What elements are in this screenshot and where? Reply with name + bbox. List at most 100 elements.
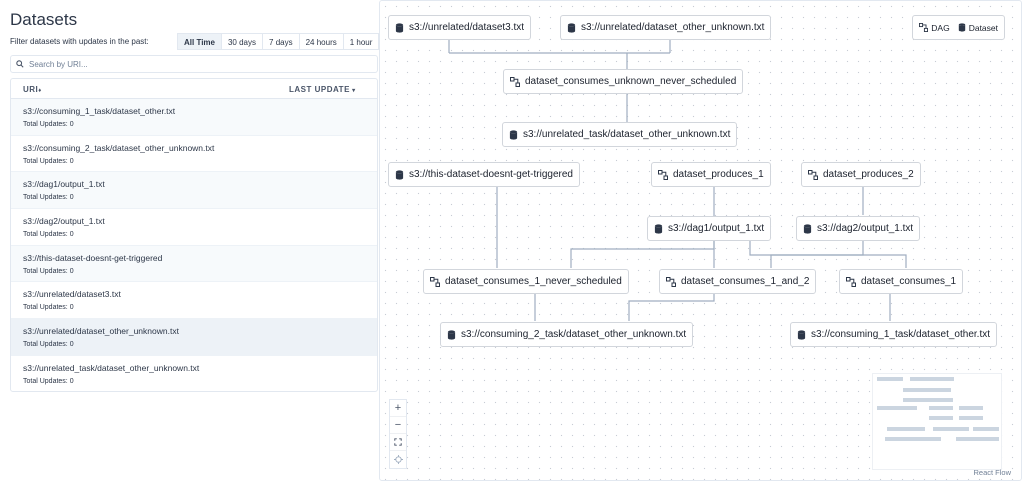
node-label: dataset_consumes_unknown_never_scheduled	[525, 76, 737, 87]
filter-24-hours-button[interactable]: 24 hours	[298, 33, 344, 50]
datasets-panel: Datasets Filter datasets with updates in…	[0, 0, 385, 484]
node-label: s3://dag1/output_1.txt	[668, 223, 765, 234]
legend-dataset: Dataset	[958, 23, 998, 33]
node-label: dataset_produces_1	[673, 169, 764, 180]
last-update-column-header[interactable]: LAST UPDATE ▾	[289, 85, 356, 94]
table-row[interactable]: s3://unrelated_task/dataset_other_unknow…	[11, 356, 377, 391]
dataset-node[interactable]: s3://consuming_1_task/dataset_other.txt	[790, 322, 997, 347]
node-label: dataset_consumes_1_and_2	[681, 276, 810, 287]
dataset-uri: s3://unrelated/dataset_other_unknown.txt	[23, 326, 179, 337]
total-updates: Total Updates: 0	[23, 267, 74, 275]
node-label: dataset_produces_2	[823, 169, 914, 180]
filter-label: Filter datasets with updates in the past…	[10, 37, 149, 46]
minus-icon: −	[394, 419, 402, 431]
database-icon	[395, 169, 404, 180]
toggle-interactivity-button[interactable]	[390, 451, 406, 468]
dag-node[interactable]: dataset_produces_2	[801, 162, 921, 187]
zoom-out-button[interactable]: −	[390, 417, 406, 434]
search-box	[10, 55, 378, 73]
node-label: s3://consuming_1_task/dataset_other.txt	[811, 329, 990, 340]
zoom-in-button[interactable]: +	[390, 400, 406, 417]
fit-view-icon	[394, 438, 402, 446]
datasets-table: URI♦ LAST UPDATE ▾ s3://consuming_1_task…	[10, 78, 378, 392]
dag-icon	[666, 276, 676, 287]
dataset-uri: s3://this-dataset-doesnt-get-triggered	[23, 252, 163, 263]
graph-legend: DAG Dataset	[912, 15, 1005, 40]
time-filter-group: All Time 30 days 7 days 24 hours 1 hour	[177, 33, 380, 50]
database-icon	[803, 223, 812, 234]
dataset-dependency-graph[interactable]: s3://unrelated/dataset3.txt s3://unrelat…	[379, 0, 1022, 481]
dag-icon	[430, 276, 440, 287]
dataset-uri: s3://unrelated/dataset3.txt	[23, 289, 121, 300]
plus-icon: +	[394, 402, 402, 414]
graph-edges	[448, 40, 907, 321]
dataset-node[interactable]: s3://unrelated_task/dataset_other_unknow…	[502, 122, 738, 147]
filter-7-days-button[interactable]: 7 days	[262, 33, 300, 50]
uri-column-header[interactable]: URI♦	[23, 85, 42, 94]
dag-node[interactable]: dataset_produces_1	[651, 162, 771, 187]
total-updates: Total Updates: 0	[23, 341, 74, 349]
dag-node[interactable]: dataset_consumes_unknown_never_scheduled	[503, 69, 744, 94]
total-updates: Total Updates: 0	[23, 231, 74, 239]
dataset-node[interactable]: s3://consuming_2_task/dataset_other_unkn…	[440, 322, 694, 347]
total-updates: Total Updates: 0	[23, 121, 74, 128]
dataset-node[interactable]: s3://unrelated/dataset_other_unknown.txt	[560, 15, 772, 40]
database-icon	[447, 329, 456, 340]
table-row[interactable]: s3://unrelated/dataset_other_unknown.txt…	[11, 319, 377, 356]
graph-minimap[interactable]	[872, 373, 1002, 470]
database-icon	[395, 22, 404, 33]
graph-controls: + −	[389, 399, 407, 469]
node-label: dataset_consumes_1	[861, 276, 957, 287]
dataset-node[interactable]: s3://dag2/output_1.txt	[796, 216, 921, 241]
node-label: dataset_consumes_1_never_scheduled	[445, 276, 622, 287]
database-icon	[797, 329, 806, 340]
legend-dag: DAG	[919, 23, 950, 33]
dataset-node[interactable]: s3://dag1/output_1.txt	[647, 216, 772, 241]
table-row[interactable]: s3://consuming_2_task/dataset_other_unkn…	[11, 136, 377, 173]
total-updates: Total Updates: 0	[23, 194, 74, 202]
dag-icon	[510, 76, 520, 87]
dataset-uri: s3://dag2/output_1.txt	[23, 216, 105, 227]
total-updates: Total Updates: 0	[23, 377, 74, 385]
total-updates: Total Updates: 0	[23, 304, 74, 312]
filter-30-days-button[interactable]: 30 days	[220, 33, 264, 50]
node-label: s3://unrelated/dataset3.txt	[409, 22, 525, 33]
dag-node[interactable]: dataset_consumes_1	[839, 269, 964, 294]
react-flow-attribution[interactable]: React Flow	[973, 468, 1011, 477]
node-label: s3://this-dataset-doesnt-get-triggered	[409, 169, 573, 180]
search-input[interactable]	[29, 59, 359, 69]
dag-icon	[919, 23, 929, 32]
sort-icon: ♦	[38, 88, 42, 94]
sort-desc-icon: ▾	[349, 88, 356, 94]
dag-node[interactable]: dataset_consumes_1_and_2	[659, 269, 817, 294]
dataset-uri: s3://unrelated_task/dataset_other_unknow…	[23, 362, 200, 373]
dataset-node[interactable]: s3://this-dataset-doesnt-get-triggered	[388, 162, 580, 187]
dag-node[interactable]: dataset_consumes_1_never_scheduled	[423, 269, 629, 294]
database-icon	[654, 223, 663, 234]
crosshair-icon	[393, 455, 403, 464]
database-icon	[567, 22, 576, 33]
page-title: Datasets	[10, 10, 78, 29]
dataset-node[interactable]: s3://unrelated/dataset3.txt	[388, 15, 532, 40]
dataset-uri: s3://dag1/output_1.txt	[23, 179, 105, 190]
dataset-uri: s3://consuming_1_task/dataset_other.txt	[23, 106, 176, 116]
filter-all-time-button[interactable]: All Time	[177, 33, 222, 50]
node-label: s3://consuming_2_task/dataset_other_unkn…	[461, 329, 687, 340]
database-icon	[509, 129, 518, 140]
dag-icon	[658, 169, 668, 180]
table-header: URI♦ LAST UPDATE ▾	[11, 79, 377, 99]
dag-icon	[846, 276, 856, 287]
node-label: s3://dag2/output_1.txt	[817, 223, 914, 234]
total-updates: Total Updates: 0	[23, 157, 74, 165]
filter-1-hour-button[interactable]: 1 hour	[342, 33, 380, 50]
database-icon	[958, 23, 965, 32]
node-label: s3://unrelated/dataset_other_unknown.txt	[581, 22, 765, 33]
fit-view-button[interactable]	[390, 434, 406, 451]
dataset-uri: s3://consuming_2_task/dataset_other_unkn…	[23, 142, 215, 153]
dag-icon	[808, 169, 818, 180]
